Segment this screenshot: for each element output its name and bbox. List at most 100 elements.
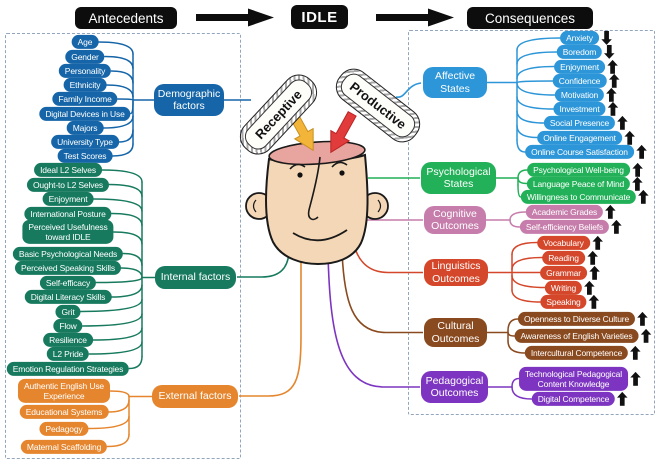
connector [509,211,527,221]
node-personality: Personality [58,63,112,79]
trend-up-icon [617,392,628,406]
node-row-anxiety: Anxiety [560,30,612,46]
connector [107,399,130,413]
connector [108,183,143,198]
connector [111,143,134,157]
node-pedagogy: Pedagogy [39,421,89,436]
connector [116,98,134,101]
node-row-perceived-speaking-skills: Perceived Speaking Skills [14,260,122,276]
antecedents-panel [5,33,241,459]
connector [92,327,143,341]
connector [516,37,561,51]
node-resilience: Resilience [43,332,93,348]
node-row-boredom: Boredom [556,44,615,60]
connector [511,377,520,388]
node-row-majors: Majors [66,120,104,136]
trend-up-icon [630,371,641,386]
node-social-presence: Social Presence [543,115,616,131]
node-speaking: Speaking [540,294,587,310]
connector [516,110,545,124]
hub-cognitive: Cognitive Outcomes [424,206,486,234]
node-row-writing: Writing [544,280,595,295]
node-majors: Majors [66,120,104,136]
node-international-posture: International Posture [24,206,112,221]
trend-up-icon [611,220,622,234]
trend-up-icon [605,205,616,219]
node-online-course-satisfaction: Online Course Satisfaction [525,144,634,160]
trend-up-icon [589,265,600,280]
node-openness-to-diverse-culture: Openness to Diverse Culture [517,311,636,327]
consequences-panel [408,30,655,415]
node-psychological-well-being: Psychological Well-being [527,162,630,178]
nose [307,156,321,221]
connector [118,129,134,143]
node-row-educational-systems: Educational Systems [19,404,109,420]
left-ear-fold [252,199,257,213]
node-family-income: Family Income [52,91,118,107]
hub-psychological: Psychological States [421,162,496,194]
node-row-technological-pedagogical-content-knowledge: Technological Pedagogical Content Knowle… [519,366,641,391]
node-perceived-speaking-skills: Perceived Speaking Skills [14,260,122,276]
node-row-online-course-satisfaction: Online Course Satisfaction [525,144,647,160]
trend-up-icon [584,280,595,295]
node-row-international-posture: International Posture [24,206,112,221]
connector [517,184,522,198]
trend-up-icon [630,346,641,360]
wire-head-pedagogical [327,253,420,388]
node-row-university-type: University Type [51,134,119,150]
node-enjoyment: Enjoyment [554,59,605,74]
node-row-grit: Grit [55,304,81,319]
node-row-test-scores: Test Scores [57,148,113,164]
connector [106,433,130,448]
open-brain [268,140,366,166]
wire-head-affective [395,82,422,98]
connector [517,169,528,179]
node-row-social-presence: Social Presence [543,115,628,131]
trend-up-icon [606,88,617,102]
node-awareness-of-english-varieties: Awareness of English Varieties [514,328,639,344]
trend-down-icon [601,31,612,45]
connector [128,355,143,370]
node-educational-systems: Educational Systems [19,404,109,420]
node-row-psychological-well-being: Psychological Well-being [527,162,643,178]
connector [516,65,555,80]
mouth [292,229,348,242]
node-row-online-engagement: Online Engagement [537,130,635,145]
node-row-perceived-usefulness-toward-idle: Perceived Usefulness toward IDLE [22,219,114,245]
hub-linguistics: Linguistics Outcomes [424,259,488,286]
node-row-basic-psychological-needs: Basic Psychological Needs [12,246,124,261]
connector [511,386,533,400]
trend-up-icon [608,74,620,88]
node-row-maternal-scaffolding: Maternal Scaffolding [20,439,108,454]
connector [516,51,558,65]
node-intercultural-competence: Intercultural Competence [524,345,629,361]
node-boredom: Boredom [556,44,603,60]
node-row-digital-devices-in-use: Digital Devices in Use [39,106,131,121]
node-flow: Flow [53,318,83,334]
node-perceived-usefulness-toward-idle: Perceived Usefulness toward IDLE [22,219,114,245]
node-gender: Gender [65,49,105,64]
node-row-enjoyment: Enjoyment [554,59,618,74]
connector [511,241,538,256]
node-row-language-peace-of-mind: Language Peace of Mind [526,176,643,191]
trend-up-icon [640,329,652,343]
connector [511,289,542,303]
node-row-l2-pride: L2 Pride [46,346,90,362]
node-row-motivation: Motivation [554,87,617,103]
node-language-peace-of-mind: Language Peace of Mind [526,176,631,191]
node-row-age: Age [71,34,99,50]
flow-arrow-right [376,8,454,27]
node-row-ideal-l2-selves: Ideal L2 Selves [34,162,102,178]
node-row-personality: Personality [58,63,112,79]
connector [109,390,130,398]
node-row-enjoyment: Enjoyment [42,191,94,207]
hub-affective: Affective States [423,67,487,98]
node-age: Age [71,34,99,50]
node-row-reading: Reading [542,250,598,265]
connector [110,212,143,227]
node-test-scores: Test Scores [57,148,113,164]
node-ought-to-l2-selves: Ought-to L2 Selves [26,177,110,192]
node-basic-psychological-needs: Basic Psychological Needs [12,246,124,261]
